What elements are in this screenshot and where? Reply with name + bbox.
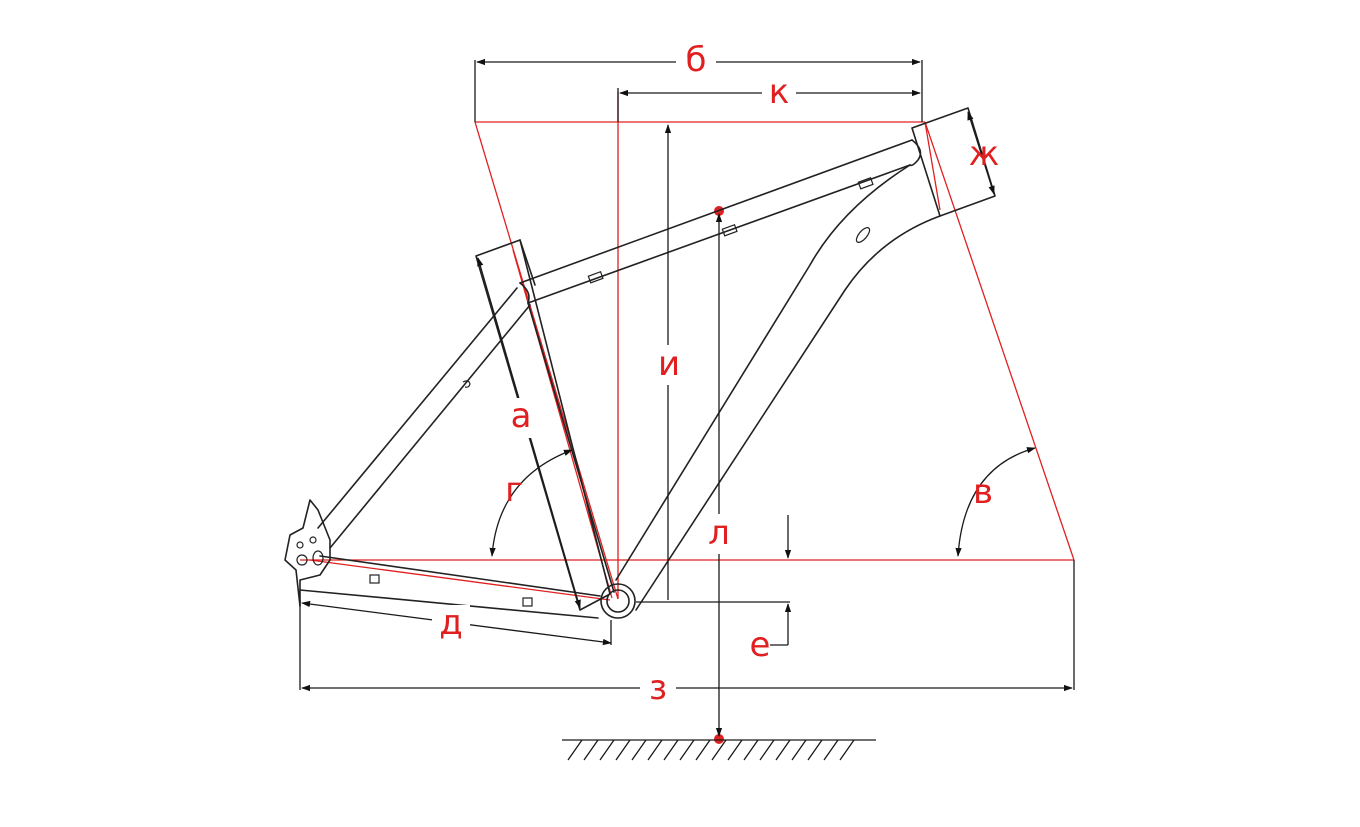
ground-hatch-line [615, 739, 631, 761]
seat-tube-front [527, 302, 615, 593]
label-a: а [511, 396, 532, 436]
label-g: г [505, 470, 523, 510]
dropout-slot [312, 550, 324, 566]
geometry-red-lines [300, 92, 1075, 744]
ground-hatch-line [727, 739, 743, 761]
ground-hatch-line [647, 739, 663, 761]
seat-stay-lower [329, 304, 531, 549]
seat-stay-upper [317, 287, 518, 529]
label-a-bg [503, 398, 541, 438]
ground-hatch-line [807, 739, 823, 761]
cable-guide [587, 271, 604, 284]
head-tube [911, 107, 996, 217]
ground-hatch-line [839, 739, 855, 761]
top-tube-upper [519, 139, 913, 284]
cable-guide [857, 177, 874, 190]
dropout-hole [296, 541, 304, 549]
ground-hatch-line [679, 739, 695, 761]
label-z: з [649, 668, 667, 708]
label-i-bg [652, 345, 686, 385]
ground-hatching [567, 739, 855, 761]
label-e: е [750, 625, 771, 665]
top-tube-head-joint [909, 139, 922, 167]
ground-hatch-line [599, 739, 615, 761]
ground-hatch-line [775, 739, 791, 761]
label-k: к [769, 72, 790, 112]
ground-hatch-line [695, 739, 711, 761]
label-b-bg [676, 43, 716, 81]
label-v: в [973, 472, 993, 512]
dropout-hole [309, 536, 317, 544]
ground-hatch-line [759, 739, 775, 761]
ground-hatch-line [823, 739, 839, 761]
dim-v-arc [955, 447, 1036, 557]
chain-stay-upper [319, 555, 601, 597]
rear-axle [296, 554, 308, 566]
label-l: л [708, 513, 730, 553]
seat-tube-outline [475, 239, 611, 611]
chain-stay-guide [522, 597, 533, 607]
down-tube-upper [615, 164, 911, 581]
down-tube-lower [635, 215, 941, 611]
label-d: д [439, 603, 463, 643]
dim-g-arc [489, 449, 573, 557]
ground-hatch-line [583, 739, 599, 761]
head-tube-red-line [924, 121, 941, 211]
bike-frame [284, 107, 996, 619]
cable-guide [721, 224, 738, 237]
chain-stay-guide [369, 574, 380, 584]
label-d-bg [432, 605, 470, 643]
label-b: б [686, 40, 707, 80]
dim-zh-line [967, 111, 995, 195]
ground-hatch-line [743, 739, 759, 761]
head-angle-red-line [924, 121, 1075, 561]
ground-hatch-line [631, 739, 647, 761]
ground-hatch-line [711, 739, 727, 761]
label-k-bg [762, 76, 796, 110]
label-zh: ж [969, 134, 1000, 174]
label-i: и [658, 344, 680, 384]
dimension-labels: б к и л ж а г в е д з [432, 40, 999, 708]
dimension-lines [299, 58, 1075, 737]
rear-dropout [284, 499, 331, 607]
ground-hatch-line [663, 739, 679, 761]
ground-hatch-line [567, 739, 583, 761]
label-l-bg [702, 514, 736, 554]
chainstay-red-line [309, 559, 611, 601]
label-z-bg [640, 670, 676, 708]
ground-hatch-line [791, 739, 807, 761]
brake-mount [462, 380, 471, 388]
ground [562, 739, 876, 761]
bottle-boss [855, 227, 871, 243]
